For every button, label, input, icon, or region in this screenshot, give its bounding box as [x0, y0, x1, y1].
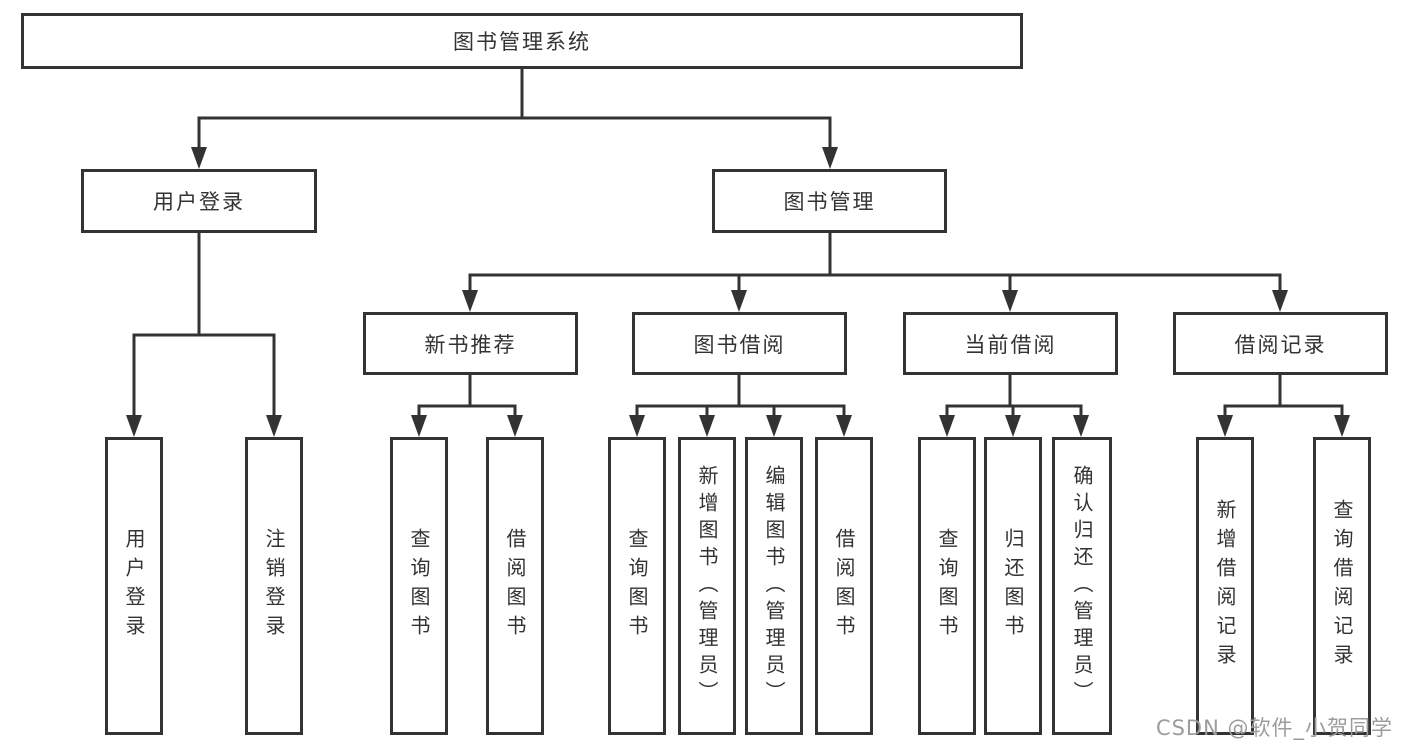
- leaf-login-logout: 注销登录: [245, 437, 303, 735]
- leaf-login-user-login: 用户登录: [105, 437, 163, 735]
- watermark: CSDN @软件_小贺同学: [1155, 716, 1393, 740]
- connector-management-to-level3: [462, 231, 1288, 312]
- node-book-borrow: 图书借阅: [632, 312, 847, 375]
- leaf-current-return-books: 归还图书: [984, 437, 1042, 735]
- connector-current-to-leaves: [939, 373, 1089, 437]
- connector-login-to-leaves: [126, 231, 282, 437]
- node-current-borrow: 当前借阅: [903, 312, 1118, 375]
- leaf-current-confirm-return-admin: 确认归还（管理员）: [1052, 437, 1112, 735]
- leaf-current-query-books: 查询图书: [918, 437, 976, 735]
- leaf-newbook-borrow-books: 借阅图书: [486, 437, 544, 735]
- leaf-borrow-edit-books-admin: 编辑图书（管理员）: [745, 437, 803, 735]
- leaf-borrow-add-books-admin: 新增图书（管理员）: [678, 437, 736, 735]
- connector-records-to-leaves: [1217, 373, 1350, 437]
- connector-root-to-level2: [191, 66, 838, 169]
- connector-borrow-to-leaves: [629, 373, 852, 437]
- leaf-records-add-record: 新增借阅记录: [1196, 437, 1254, 735]
- node-new-book-recommend: 新书推荐: [363, 312, 578, 375]
- leaf-newbook-query-books: 查询图书: [390, 437, 448, 735]
- leaf-borrow-borrow-books: 借阅图书: [815, 437, 873, 735]
- leaf-records-query-record: 查询借阅记录: [1313, 437, 1371, 735]
- connector-newbook-to-leaves: [411, 373, 523, 437]
- node-book-management: 图书管理: [712, 169, 947, 233]
- node-borrow-records: 借阅记录: [1173, 312, 1388, 375]
- node-root: 图书管理系统: [21, 13, 1023, 69]
- leaf-borrow-query-books: 查询图书: [608, 437, 666, 735]
- node-user-login: 用户登录: [81, 169, 317, 233]
